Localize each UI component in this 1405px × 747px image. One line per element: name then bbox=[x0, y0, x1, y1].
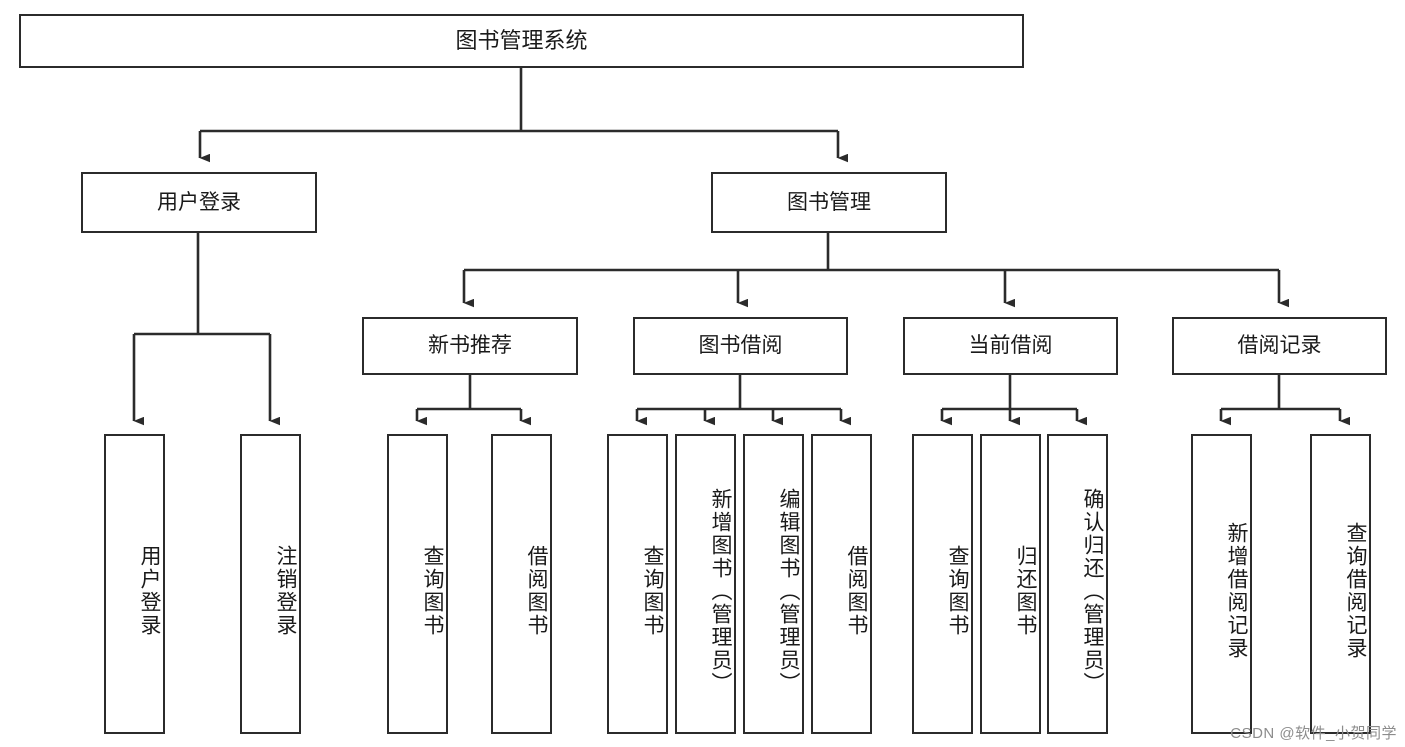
node-root-system[interactable]: 图书管理系统 bbox=[19, 14, 1024, 68]
leaf-user-login[interactable]: 用户登录 bbox=[104, 434, 165, 734]
node-borrow-record[interactable]: 借阅记录 bbox=[1172, 317, 1387, 375]
leaf-query-book-current[interactable]: 查询图书 bbox=[912, 434, 973, 734]
leaf-add-borrow-record[interactable]: 新增借阅记录 bbox=[1191, 434, 1252, 734]
node-book-management[interactable]: 图书管理 bbox=[711, 172, 947, 233]
node-new-book-recommend[interactable]: 新书推荐 bbox=[362, 317, 578, 375]
leaf-query-book-borrow[interactable]: 查询图书 bbox=[607, 434, 668, 734]
leaf-return-book[interactable]: 归还图书 bbox=[980, 434, 1041, 734]
leaf-confirm-return-admin[interactable]: 确认归还（管理员） bbox=[1047, 434, 1108, 734]
leaf-add-book-admin[interactable]: 新增图书（管理员） bbox=[675, 434, 736, 734]
leaf-borrow-book-recommend[interactable]: 借阅图书 bbox=[491, 434, 552, 734]
leaf-query-borrow-record[interactable]: 查询借阅记录 bbox=[1310, 434, 1371, 734]
leaf-edit-book-admin[interactable]: 编辑图书（管理员） bbox=[743, 434, 804, 734]
watermark: CSDN @软件_小贺同学 bbox=[1230, 725, 1397, 742]
leaf-borrow-book[interactable]: 借阅图书 bbox=[811, 434, 872, 734]
leaf-user-logout[interactable]: 注销登录 bbox=[240, 434, 301, 734]
node-user-login[interactable]: 用户登录 bbox=[81, 172, 317, 233]
node-book-borrow[interactable]: 图书借阅 bbox=[633, 317, 848, 375]
node-current-borrow[interactable]: 当前借阅 bbox=[903, 317, 1118, 375]
leaf-query-book-recommend[interactable]: 查询图书 bbox=[387, 434, 448, 734]
